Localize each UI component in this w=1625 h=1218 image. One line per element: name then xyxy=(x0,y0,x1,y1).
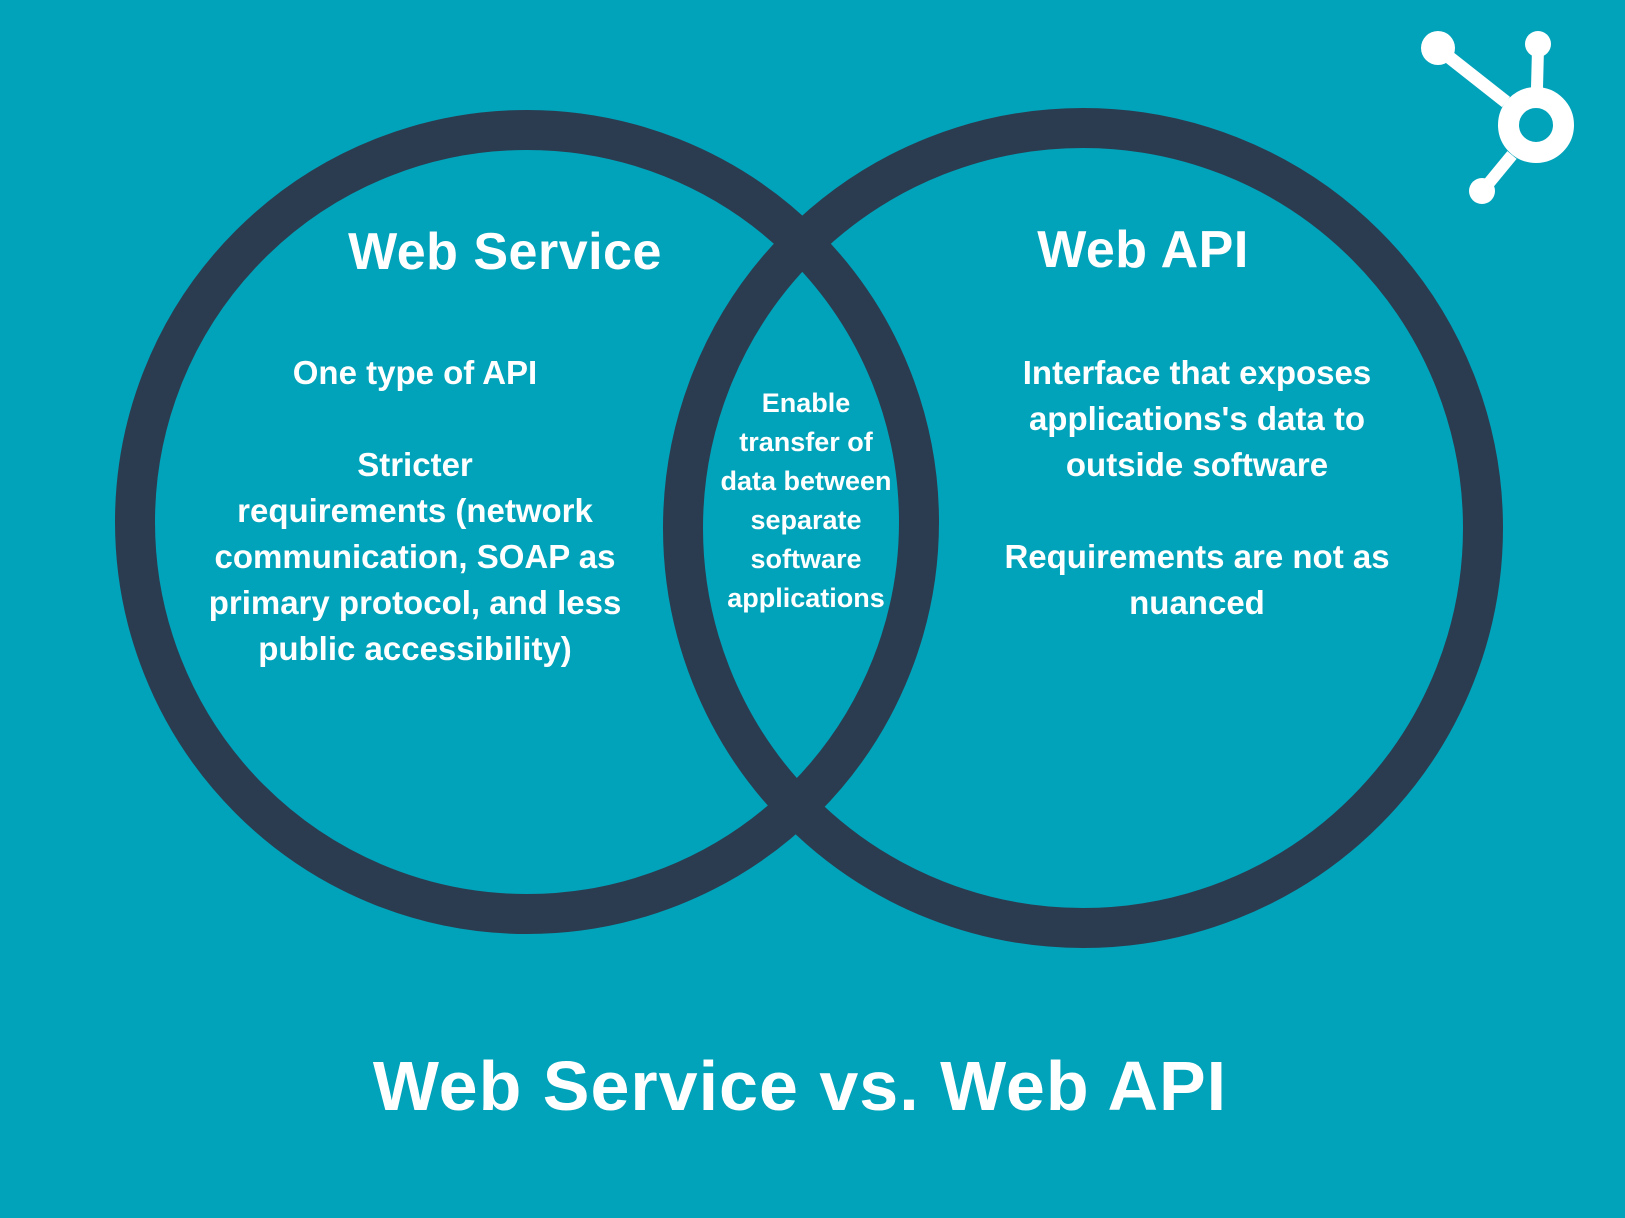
right-circle-body-text: Interface that exposes applications's da… xyxy=(1004,354,1390,621)
left-circle-body-text: One type of API Stricter requirements (n… xyxy=(208,354,622,667)
left-circle-title: Web Service xyxy=(348,223,662,281)
hubspot-sprocket-icon xyxy=(1421,31,1574,204)
right-circle-title: Web API xyxy=(1037,221,1249,279)
footer-title: Web Service vs. Web API xyxy=(372,1047,1228,1125)
intersection-body-text: Enable transfer of data between separate… xyxy=(720,388,892,613)
